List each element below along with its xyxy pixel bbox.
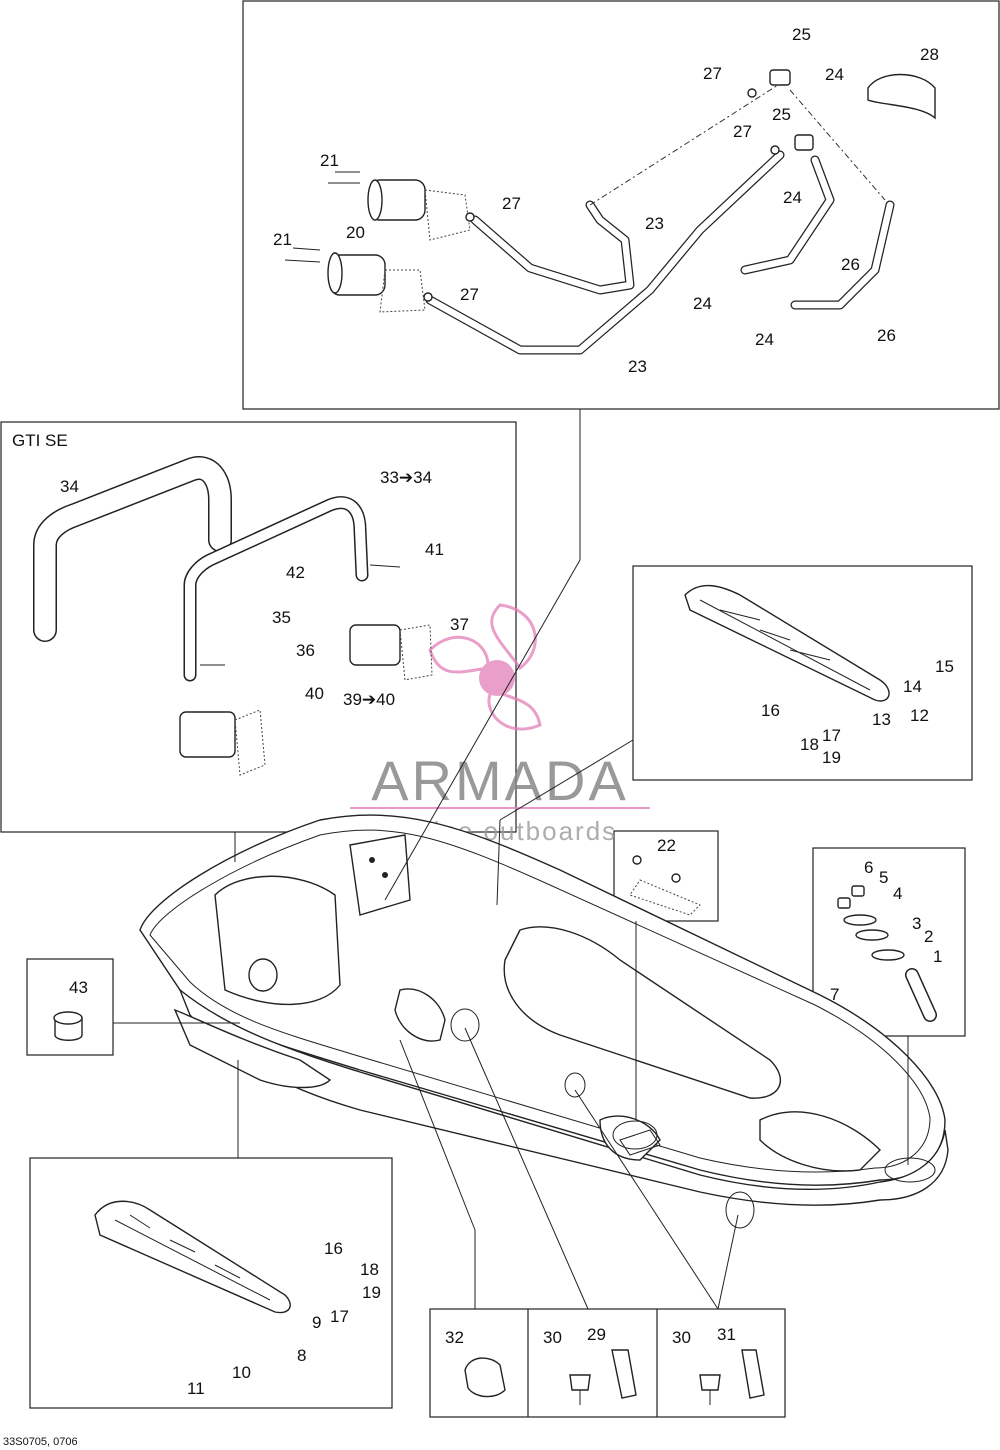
footer-code: 33S0705, 0706 [3, 1436, 78, 1448]
variant-label: GTI SE [12, 431, 68, 450]
callout-13: 13 [872, 710, 891, 729]
callout-24: 24 [693, 294, 712, 313]
callout-5: 5 [879, 868, 888, 887]
rear-grip-box [632, 565, 973, 781]
callout-24: 24 [755, 330, 774, 349]
callout-19: 19 [822, 748, 841, 767]
callout-31: 31 [717, 1325, 736, 1344]
callout-labels: GTI SE 25 28 27 24 25 27 24 21 27 23 20 … [12, 25, 954, 1398]
decal-22 [629, 855, 701, 916]
callout-42: 42 [286, 563, 305, 582]
side-step-box [29, 1157, 393, 1409]
callout-3: 3 [912, 914, 921, 933]
callout-26: 26 [877, 326, 896, 345]
callout-37: 37 [450, 615, 469, 634]
callout-30: 30 [543, 1328, 562, 1347]
hull-illustration [139, 814, 949, 1229]
callout-2: 2 [924, 927, 933, 946]
side-step-parts [94, 1200, 291, 1314]
clips-parts [464, 1349, 765, 1405]
bilge-pump-box [242, 0, 1000, 410]
callout-11: 11 [187, 1379, 205, 1398]
callout-17: 17 [822, 726, 841, 745]
callout-18: 18 [360, 1260, 379, 1279]
callout-17: 17 [330, 1307, 349, 1326]
callout-10: 10 [232, 1363, 251, 1382]
callout-18: 18 [800, 735, 819, 754]
callout-8: 8 [297, 1346, 306, 1365]
callout-43: 43 [69, 978, 88, 997]
callout-14: 14 [903, 677, 922, 696]
plug-43-box [26, 958, 114, 1056]
callout-36: 36 [296, 641, 315, 660]
callout-32: 32 [445, 1328, 464, 1347]
callout-23: 23 [628, 357, 647, 376]
callout-16: 16 [324, 1239, 343, 1258]
bilge-hoses [284, 69, 936, 355]
callout-30: 30 [672, 1328, 691, 1347]
leader-lines [113, 409, 909, 1310]
callout-39-40: 39➔40 [343, 690, 395, 709]
callout-25: 25 [792, 25, 811, 44]
handle-box [0, 421, 517, 833]
callout-27: 27 [502, 194, 521, 213]
rear-grip-parts [684, 584, 890, 702]
plug-43 [53, 1011, 83, 1041]
callout-24: 24 [825, 65, 844, 84]
callout-21: 21 [273, 230, 292, 249]
callout-22: 22 [657, 836, 676, 855]
callout-27: 27 [703, 64, 722, 83]
callout-26: 26 [841, 255, 860, 274]
callout-20: 20 [346, 223, 365, 242]
callout-35: 35 [272, 608, 291, 627]
watermark-brand: ARMADA [371, 749, 629, 812]
drain-plug-box [812, 847, 966, 1037]
callout-6: 6 [864, 858, 873, 877]
clips-box [429, 1308, 786, 1418]
callout-29: 29 [587, 1325, 606, 1344]
callout-16: 16 [761, 701, 780, 720]
callout-7: 7 [830, 985, 839, 1004]
callout-24: 24 [783, 188, 802, 207]
callout-33-34: 33➔34 [380, 468, 432, 487]
callout-27: 27 [733, 122, 752, 141]
callout-28: 28 [920, 45, 939, 64]
callout-34: 34 [60, 477, 79, 496]
callout-9: 9 [312, 1313, 321, 1332]
callout-27: 27 [460, 285, 479, 304]
callout-40: 40 [305, 684, 324, 703]
callout-19: 19 [362, 1283, 381, 1302]
callout-4: 4 [893, 884, 902, 903]
watermark-logo [428, 603, 542, 731]
handle-parts [33, 456, 433, 776]
callout-21: 21 [320, 151, 339, 170]
callout-15: 15 [935, 657, 954, 676]
callout-12: 12 [910, 706, 929, 725]
callout-25: 25 [772, 105, 791, 124]
drain-plug-parts [837, 885, 937, 1022]
callout-1: 1 [933, 947, 942, 966]
callout-41: 41 [425, 540, 444, 559]
callout-23: 23 [645, 214, 664, 233]
